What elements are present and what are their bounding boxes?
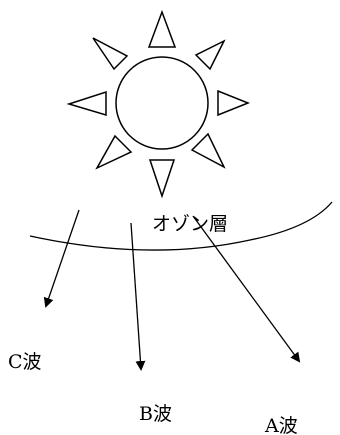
sun-icon <box>69 12 248 196</box>
sun-ray-bottom <box>150 160 174 196</box>
arrow-b-wave <box>131 223 141 369</box>
arrow-a-wave <box>193 216 299 361</box>
arrow-c-wave <box>46 210 79 306</box>
sun-ray-top-right <box>196 41 224 69</box>
c-wave-label: C波 <box>8 351 42 373</box>
sun-ray-left <box>69 92 106 115</box>
sun-ray-bottom-left <box>97 136 131 168</box>
sun-ray-top-left <box>93 38 127 69</box>
b-wave-label: B波 <box>139 403 172 425</box>
sun-ray-top <box>149 12 175 47</box>
sun-ray-right <box>218 91 248 115</box>
sun-disc <box>116 57 208 149</box>
ozone-layer-label: オゾン層 <box>152 213 228 235</box>
sun-ray-bottom-right <box>192 134 224 167</box>
a-wave-label: A波 <box>264 415 298 435</box>
